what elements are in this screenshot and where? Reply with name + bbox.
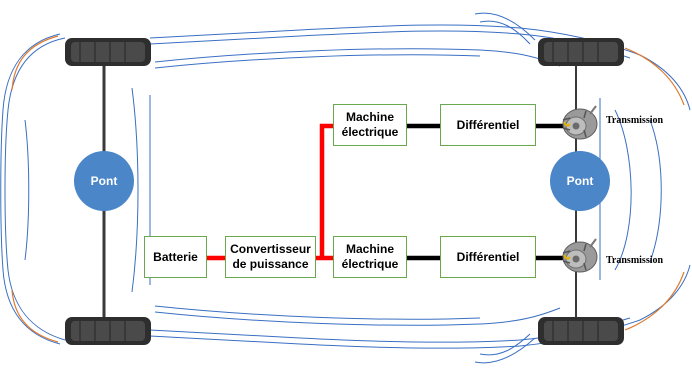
power-converter-label: Convertisseur de puissance — [230, 242, 311, 271]
mechanical-shafts — [407, 123, 565, 261]
rear-axle-label: Pont — [566, 174, 594, 188]
electric-machine-bottom-box: Machine électrique — [333, 236, 407, 278]
electric-machine-top-box: Machine électrique — [333, 104, 407, 146]
tire-icon — [538, 317, 624, 345]
gear-transmission-icon — [562, 238, 598, 273]
transmission-top-label: Transmission — [606, 115, 664, 126]
tire-icon — [65, 38, 151, 66]
differential-top-label: Différentiel — [456, 117, 520, 132]
power-converter-box: Convertisseur de puissance — [225, 236, 316, 278]
battery-label: Batterie — [153, 249, 198, 264]
differential-bottom-box: Différentiel — [440, 236, 536, 278]
differential-top-box: Différentiel — [440, 104, 536, 146]
front-axle-circle — [74, 151, 134, 211]
rear-axle-circle — [550, 151, 610, 211]
front-axle-label: Pont — [90, 174, 118, 188]
tire-icon — [538, 38, 624, 66]
differential-bottom-label: Différentiel — [456, 249, 520, 264]
tire-icon — [65, 317, 151, 345]
battery-box: Batterie — [144, 236, 207, 278]
gear-transmission-icon — [562, 105, 598, 140]
transmission-bottom-label: Transmission — [606, 255, 664, 266]
car-body-accent — [11, 35, 685, 343]
electric-machine-bottom-label: Machine électrique — [341, 242, 399, 271]
electric-machine-top-label: Machine électrique — [341, 110, 399, 139]
power-lines — [207, 123, 333, 261]
